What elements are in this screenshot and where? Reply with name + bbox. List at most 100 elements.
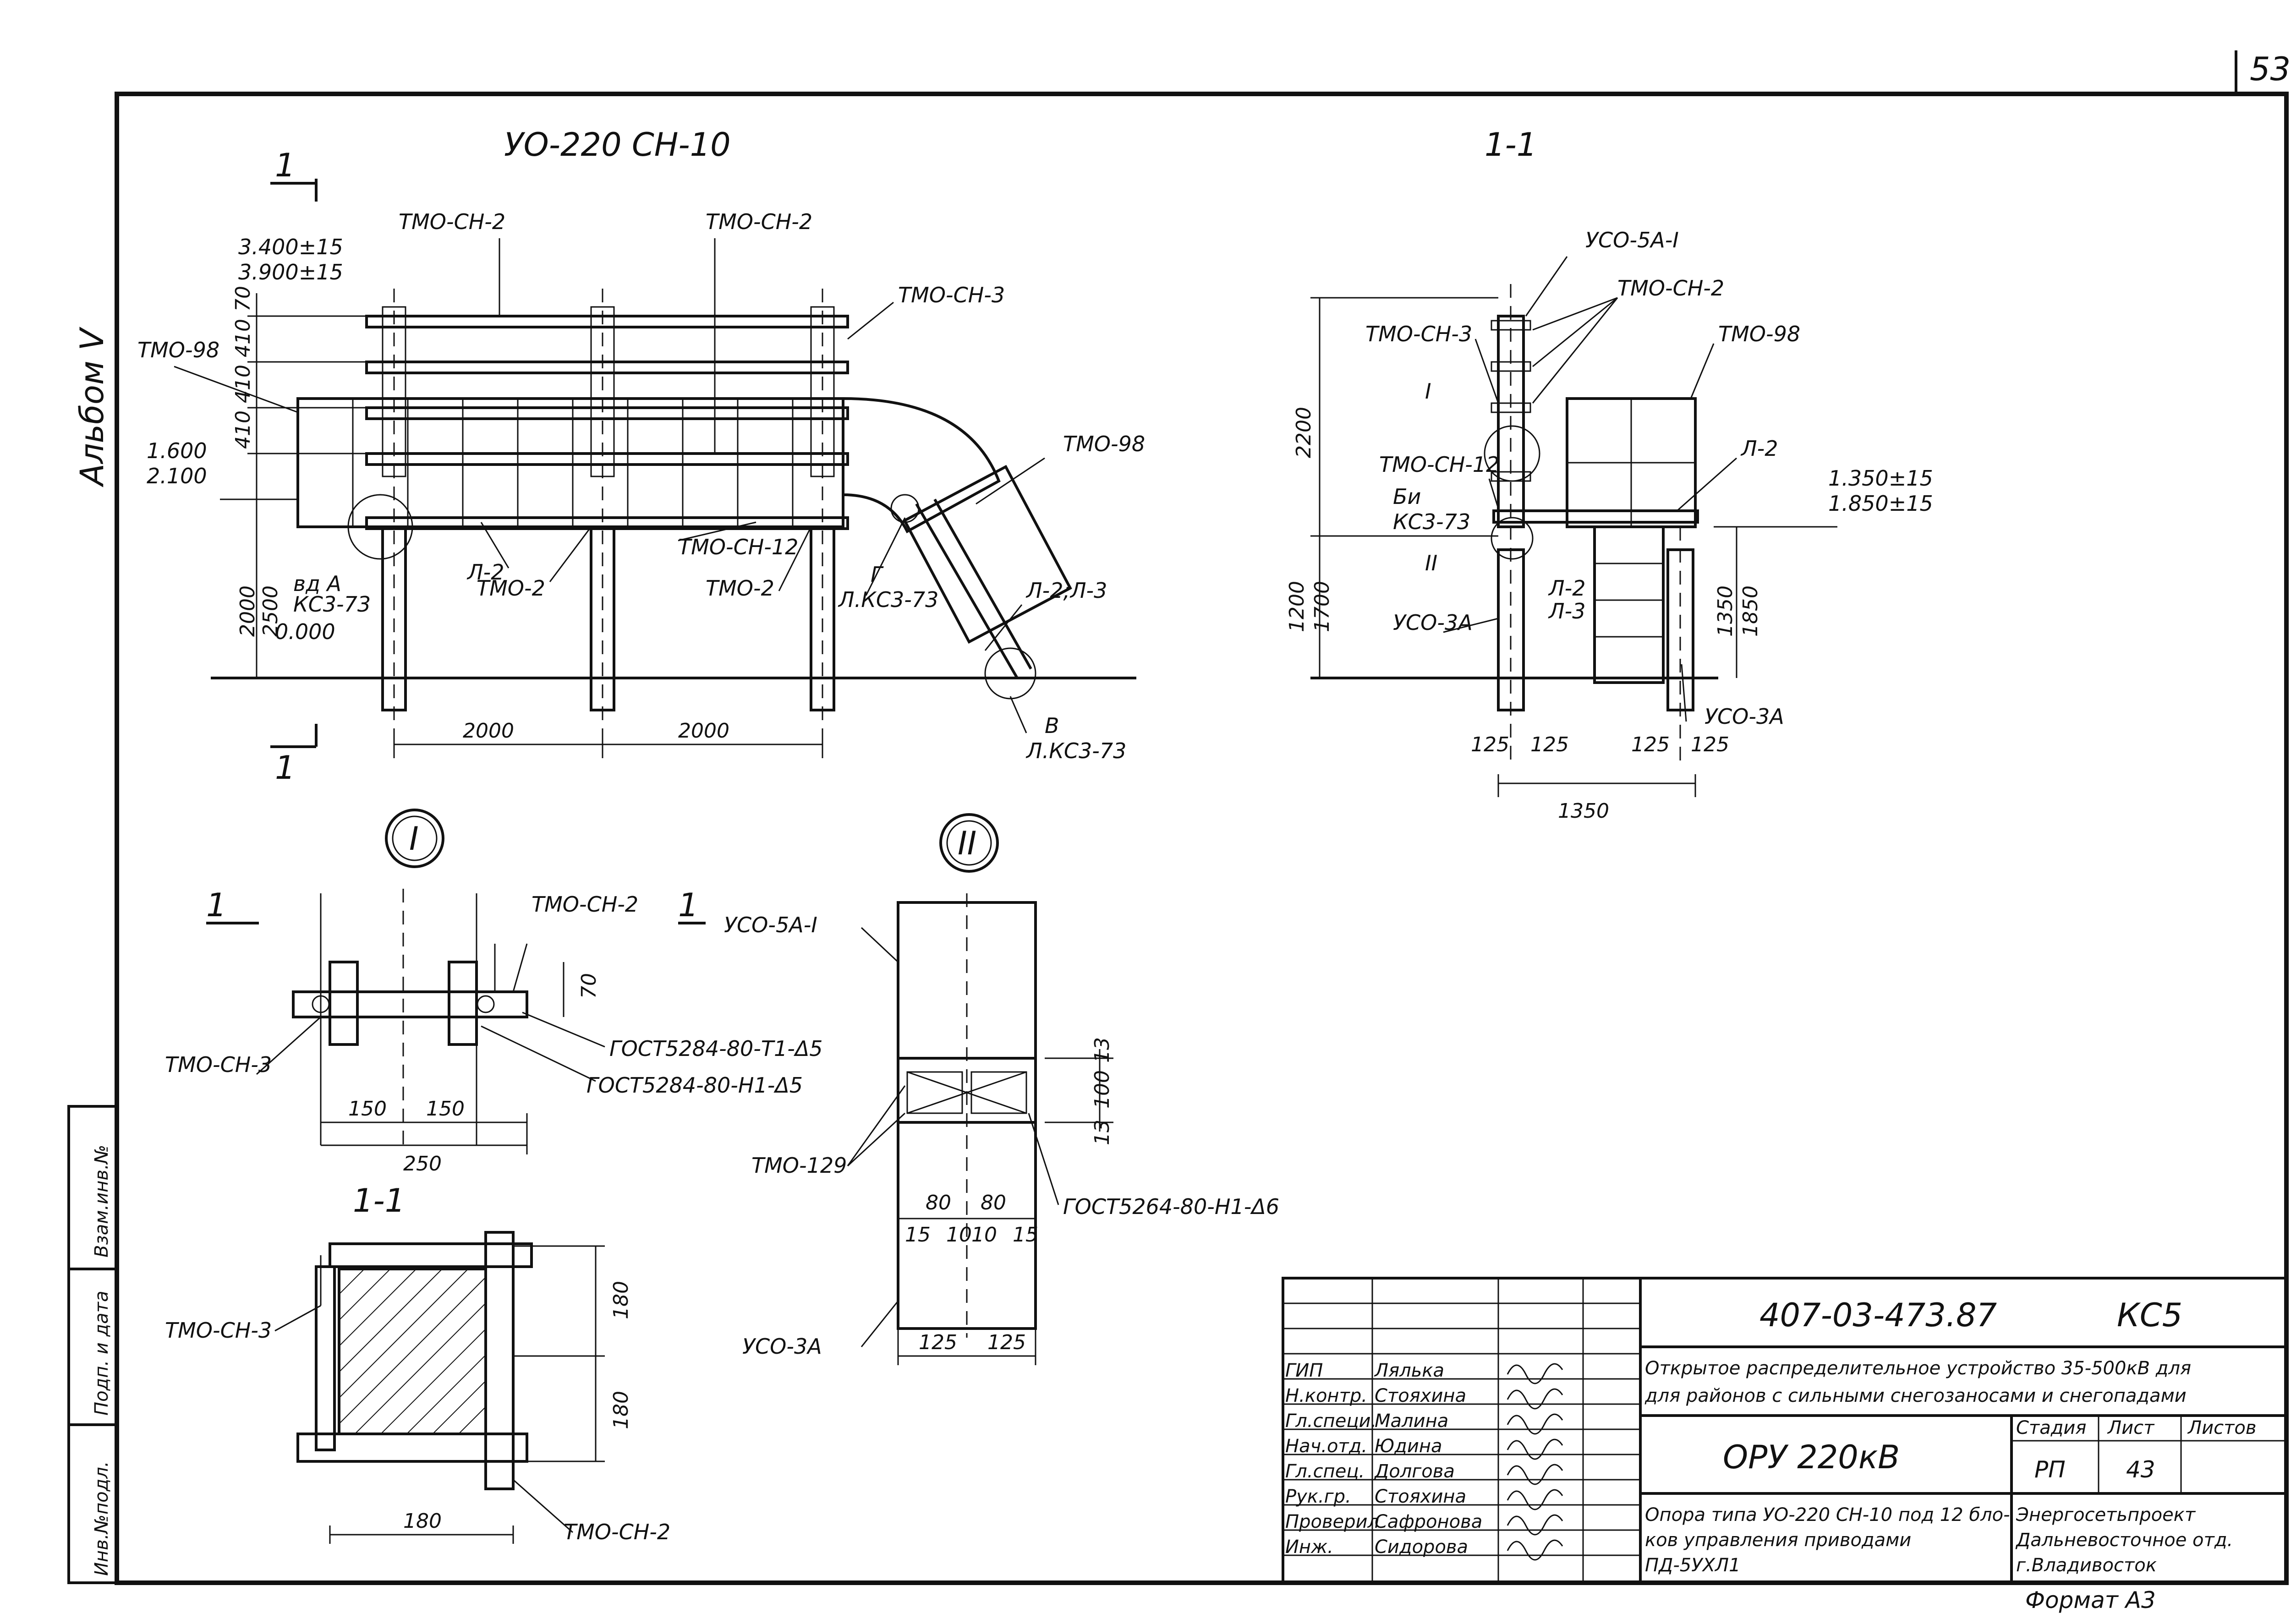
level-mid2: 2.100: [147, 464, 207, 488]
main-section-mark-top: 1: [275, 147, 296, 184]
detail-1-section-title: 1-1: [353, 1182, 405, 1219]
tb-desc-line2: ков управления приводами: [1645, 1530, 1911, 1551]
sec-dim-125a: 125: [1471, 733, 1509, 756]
tb-name: Лялька: [1374, 1360, 1444, 1381]
label-v-mark: В: [1045, 713, 1059, 738]
label-a-mark: вд А: [293, 571, 341, 596]
d1s-dim-180a: 180: [609, 1281, 633, 1319]
tb-name: Долгова: [1374, 1461, 1455, 1482]
tb-sheet: 43: [2126, 1456, 2155, 1483]
d2-dim-13a: 13: [1091, 1037, 1114, 1063]
detail-1-section-mark-left: 1: [206, 886, 227, 924]
d1-dim-250: 250: [403, 1152, 442, 1176]
dim-410b: 410: [231, 365, 255, 403]
d1-label-tmo-ch2: ТМО-СН-2: [532, 892, 638, 917]
section-view-title: 1-1: [1485, 126, 1537, 164]
d2-dim-10a: 10: [946, 1223, 972, 1247]
tb-stage-header: Стадия: [2016, 1417, 2086, 1438]
tb-name: Малина: [1375, 1411, 1448, 1432]
sec-label-uso3a-right: УСО-3А: [1705, 704, 1784, 729]
tb-doc-code: 407-03-473.87: [1759, 1296, 1997, 1334]
label-tmo-ch2-a: ТМО-СН-2: [399, 209, 505, 234]
sec-label-bi-ref: КС3-73: [1393, 509, 1470, 534]
sec-dim-125d: 125: [1691, 733, 1729, 756]
sheet-frame: [115, 50, 2289, 1585]
detail-1-section: [274, 1231, 605, 1544]
label-tmo2-b: ТМО-2: [706, 576, 774, 601]
sec-label-tmo-ch2: ТМО-СН-2: [1617, 276, 1724, 301]
d2-label-uso3a: УСО-3А: [742, 1334, 822, 1359]
label-tmo-ch2-b: ТМО-СН-2: [706, 209, 812, 234]
side-stamp-sign-date: Подп. и дата: [91, 1291, 112, 1416]
sec-label-tmo98: ТМО-98: [1718, 322, 1800, 346]
d2-dim-125b: 125: [987, 1331, 1026, 1354]
level-zero: 0.000: [275, 619, 335, 644]
label-tmo-ch12: ТМО-СН-12: [678, 535, 798, 559]
tb-role: Проверил: [1285, 1511, 1379, 1532]
tb-name: Сафронова: [1375, 1511, 1482, 1532]
sec-label-uso3a-left: УСО-3А: [1393, 610, 1473, 635]
sec-label-l2b: Л-2: [1548, 576, 1585, 601]
side-stamp-replace-inv: Взам.инв.№: [91, 1145, 112, 1258]
d2-dim-125a: 125: [919, 1331, 957, 1354]
tb-name: Стояхина: [1375, 1385, 1466, 1406]
d2-label-tmo129: ТМО-129: [751, 1153, 847, 1178]
d2-dim-13b: 13: [1091, 1120, 1114, 1145]
tb-role: Гл.специ.: [1285, 1411, 1376, 1432]
page-number: 53: [2250, 50, 2291, 88]
d1-label-tmo-ch3: ТМО-СН-3: [165, 1052, 272, 1077]
sec-label-roman2: II: [1425, 551, 1437, 575]
album-label: Альбом V: [73, 327, 111, 487]
label-tmo98-left: ТМО-98: [137, 338, 219, 362]
detail-1-section-mark-right: 1: [678, 886, 699, 924]
label-g-ref: Л.КС3-73: [838, 587, 938, 612]
dim-2000-vert: 2000: [236, 585, 259, 637]
tb-sheets-header: Листов: [2187, 1417, 2256, 1438]
title-block: [1282, 1277, 2288, 1584]
sec-dim-1850: 1850: [1739, 585, 1762, 637]
label-l2l3: Л-2;Л-3: [1025, 578, 1107, 603]
sec-dim-1350: 1350: [1714, 585, 1737, 637]
dim-2500-vert: 2500: [259, 585, 282, 637]
detail-2: [847, 813, 1113, 1365]
d2-dim-80a: 80: [926, 1191, 951, 1214]
tb-mark: КС5: [2117, 1296, 2182, 1334]
sec-level-2: 1.850±15: [1828, 491, 1933, 516]
dim-span2: 2000: [678, 719, 729, 743]
label-l2: Л-2: [466, 560, 504, 585]
tb-name: Юдина: [1375, 1436, 1442, 1457]
d1-label-gost-t1: ГОСТ5284-80-Т1-Δ5: [609, 1036, 823, 1061]
sec-dim-125c: 125: [1631, 733, 1670, 756]
detail-1: [206, 809, 706, 1154]
tb-role: Инж.: [1285, 1537, 1333, 1558]
d2-dim-15b: 15: [1013, 1223, 1038, 1247]
tb-desc-line3: ПД-5УХЛ1: [1645, 1555, 1741, 1576]
d2-dim-100: 100: [1091, 1070, 1114, 1109]
tb-org2: Дальневосточное отд.: [2015, 1530, 2233, 1551]
tb-org3: г.Владивосток: [2016, 1555, 2157, 1576]
side-stamp-inv-no: Инв.№подл.: [91, 1461, 112, 1576]
label-tmo2-a: ТМО-2: [477, 576, 545, 601]
tb-name: Стояхина: [1375, 1486, 1466, 1507]
format-note: Формат А3: [2025, 1587, 2156, 1613]
dim-span1: 2000: [463, 719, 514, 743]
sec-label-l2: Л-2: [1740, 436, 1778, 461]
signatures: [1507, 1363, 1563, 1561]
d2-dim-15a: 15: [905, 1223, 931, 1247]
level-top1: 3.400±15: [238, 235, 343, 259]
sec-dim-1350-horiz: 1350: [1558, 799, 1609, 823]
tb-role: ГИП: [1285, 1360, 1323, 1381]
tb-title-line1: Открытое распределительное устройство 35…: [1645, 1358, 2191, 1379]
main-view: [174, 179, 1136, 758]
d1s-label-tmo-ch3: ТМО-СН-3: [165, 1318, 272, 1343]
detail-2-title: II: [958, 825, 976, 862]
main-view-title: УО-220 СН-10: [504, 126, 731, 164]
tb-role: Нач.отд.: [1285, 1436, 1367, 1457]
d1-dim-150b: 150: [426, 1097, 465, 1121]
d1s-dim-180c: 180: [403, 1509, 442, 1533]
tb-people: ГИП Лялька Н.контр. Стояхина Гл.специ. М…: [1285, 1360, 1482, 1558]
label-tmo-ch3: ТМО-СН-3: [898, 283, 1005, 307]
section-view: [1310, 256, 1837, 797]
sec-label-tmo-ch3: ТМО-СН-3: [1365, 322, 1472, 346]
